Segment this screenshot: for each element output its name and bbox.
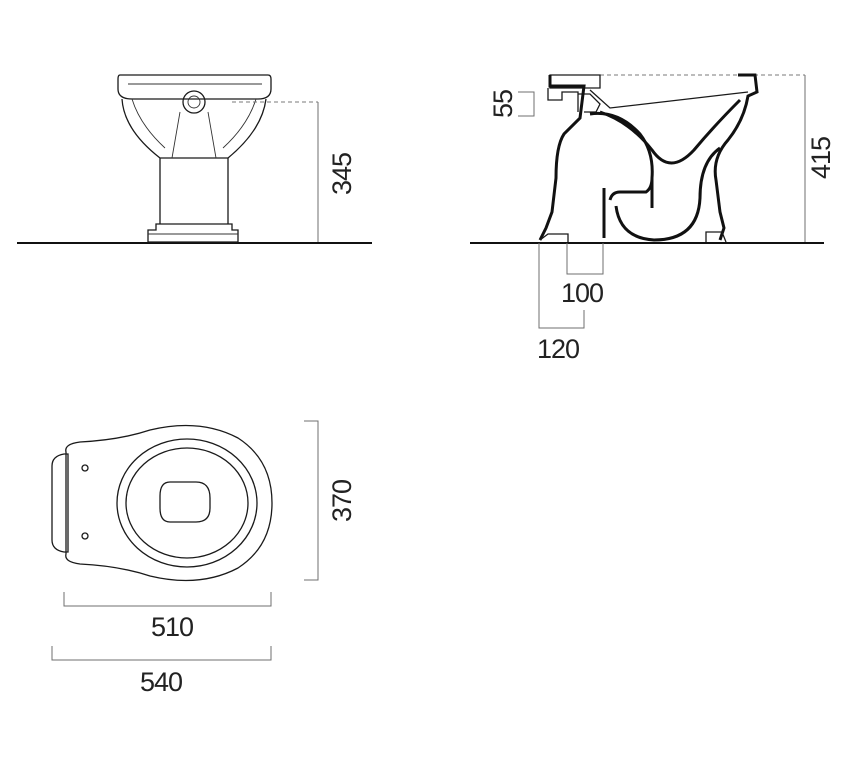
seat-offset-label: 55 bbox=[488, 90, 518, 118]
seat-offset-dim bbox=[518, 91, 535, 117]
side-height-label: 415 bbox=[806, 137, 836, 179]
overall-length-dim bbox=[51, 646, 272, 661]
top-depth-dim bbox=[304, 420, 319, 581]
top-bowl-rim bbox=[116, 438, 258, 568]
top-view: 370 510 540 bbox=[51, 420, 357, 697]
front-bowl-inner bbox=[131, 98, 257, 149]
front-spud-stem bbox=[171, 111, 217, 159]
front-bowl bbox=[121, 98, 267, 159]
front-base-steps bbox=[147, 223, 239, 243]
front-inlet-spud-inner bbox=[187, 95, 201, 109]
front-pedestal bbox=[159, 158, 229, 224]
side-trap-bend bbox=[614, 146, 721, 242]
outlet-dim-120 bbox=[538, 243, 585, 329]
side-lid-line bbox=[589, 89, 749, 109]
top-water-opening bbox=[159, 481, 211, 523]
outlet-outer-label: 120 bbox=[537, 334, 579, 364]
top-fixing-hole-upper bbox=[81, 464, 89, 472]
bowl-length-label: 510 bbox=[151, 612, 193, 642]
side-inlet-pipe bbox=[578, 93, 601, 113]
side-foot-rear bbox=[539, 233, 569, 242]
top-bowl-inner bbox=[125, 447, 249, 559]
side-inlet bbox=[547, 88, 579, 112]
top-depth-label: 370 bbox=[327, 480, 357, 522]
side-view: 100 120 55 415 bbox=[470, 73, 836, 364]
outlet-dim-100 bbox=[566, 243, 604, 275]
front-seat-rim bbox=[117, 74, 272, 100]
side-body-front bbox=[713, 73, 759, 241]
outlet-inner-label: 100 bbox=[561, 278, 603, 308]
bowl-length-dim bbox=[63, 592, 272, 607]
front-height-label: 345 bbox=[327, 153, 357, 195]
front-view: 345 bbox=[17, 74, 372, 244]
overall-length-label: 540 bbox=[140, 667, 182, 697]
side-rim-inner bbox=[599, 98, 742, 165]
top-outer-shell bbox=[65, 424, 273, 582]
top-rear-edge bbox=[51, 453, 69, 553]
side-foot-front bbox=[705, 231, 727, 243]
front-inlet-spud bbox=[182, 90, 206, 114]
top-fixing-hole-lower bbox=[81, 532, 89, 540]
side-body-rear bbox=[538, 75, 586, 241]
